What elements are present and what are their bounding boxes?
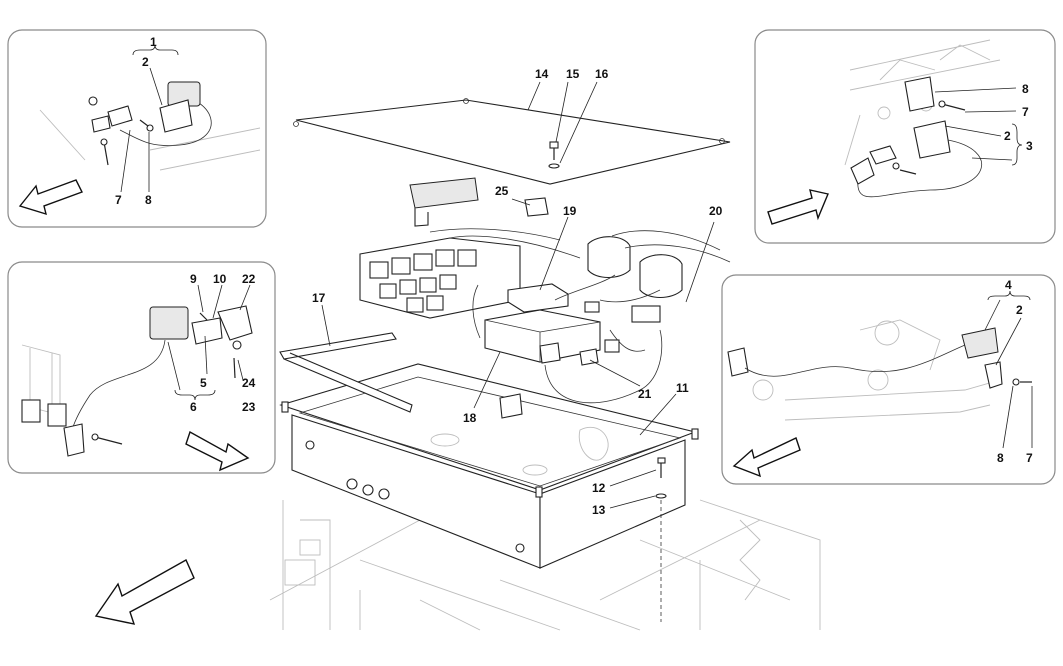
grommets bbox=[587, 230, 731, 299]
cover-plate bbox=[295, 99, 731, 185]
callout-19: 19 bbox=[563, 204, 577, 218]
callout-16: 16 bbox=[595, 67, 609, 81]
arrow-icon bbox=[94, 559, 195, 625]
callout-17: 17 bbox=[312, 291, 326, 305]
callout-24: 24 bbox=[242, 376, 256, 390]
arrow-icon bbox=[18, 179, 83, 216]
screw-12 bbox=[657, 457, 666, 478]
callout-13: 13 bbox=[592, 503, 606, 517]
callout-2: 2 bbox=[1016, 303, 1023, 317]
callout-6: 6 bbox=[190, 400, 197, 414]
control-unit-19 bbox=[507, 283, 569, 313]
callout-4: 4 bbox=[1005, 278, 1012, 292]
callout-8: 8 bbox=[1022, 82, 1029, 96]
callout-12: 12 bbox=[592, 481, 606, 495]
arrow-icon bbox=[767, 189, 829, 225]
relay-module bbox=[539, 342, 561, 364]
callout-8: 8 bbox=[997, 451, 1004, 465]
callout-22: 22 bbox=[242, 272, 256, 286]
callout-15: 15 bbox=[566, 67, 580, 81]
callout-2: 2 bbox=[1004, 129, 1011, 143]
connector-cluster bbox=[584, 301, 661, 353]
callout-10: 10 bbox=[213, 272, 227, 286]
sensor-assembly-top-right bbox=[844, 39, 1001, 198]
wiring-harness bbox=[472, 274, 663, 404]
washer-16 bbox=[548, 163, 560, 169]
callout-14: 14 bbox=[535, 67, 549, 81]
fuse-relay-box bbox=[359, 177, 581, 319]
callout-25: 25 bbox=[495, 184, 509, 198]
callout-20: 20 bbox=[709, 204, 723, 218]
brace-1 bbox=[132, 44, 179, 56]
arrow-icon bbox=[732, 437, 801, 478]
callout-7: 7 bbox=[1022, 105, 1029, 119]
washer-13 bbox=[655, 493, 667, 499]
callout-3: 3 bbox=[1026, 139, 1033, 153]
callout-21: 21 bbox=[638, 387, 652, 401]
inset-top-left bbox=[7, 29, 267, 228]
screw-15 bbox=[549, 141, 559, 160]
callout-1: 1 bbox=[150, 35, 157, 49]
seal-strip bbox=[279, 332, 413, 413]
inset-top-right bbox=[754, 29, 1056, 244]
inset-mid-left bbox=[7, 261, 276, 474]
callout-8: 8 bbox=[145, 193, 152, 207]
callout-7: 7 bbox=[1026, 451, 1033, 465]
callout-7: 7 bbox=[115, 193, 122, 207]
chassis-background bbox=[269, 499, 821, 631]
callout-11: 11 bbox=[676, 381, 689, 395]
inset-mid-right bbox=[721, 274, 1056, 485]
callout-18: 18 bbox=[463, 411, 477, 425]
sensor-assembly-top-left bbox=[39, 81, 261, 171]
bracket-21 bbox=[579, 348, 599, 366]
sensor-assembly-mid-right bbox=[727, 319, 1032, 421]
sensor-assembly-mid-left bbox=[21, 305, 253, 457]
callout-23: 23 bbox=[242, 400, 256, 414]
callout-2: 2 bbox=[142, 55, 149, 69]
callout-9: 9 bbox=[190, 272, 197, 286]
arrow-icon bbox=[185, 430, 250, 472]
clip-25 bbox=[524, 197, 549, 217]
tray bbox=[279, 363, 699, 569]
callout-5: 5 bbox=[200, 376, 207, 390]
